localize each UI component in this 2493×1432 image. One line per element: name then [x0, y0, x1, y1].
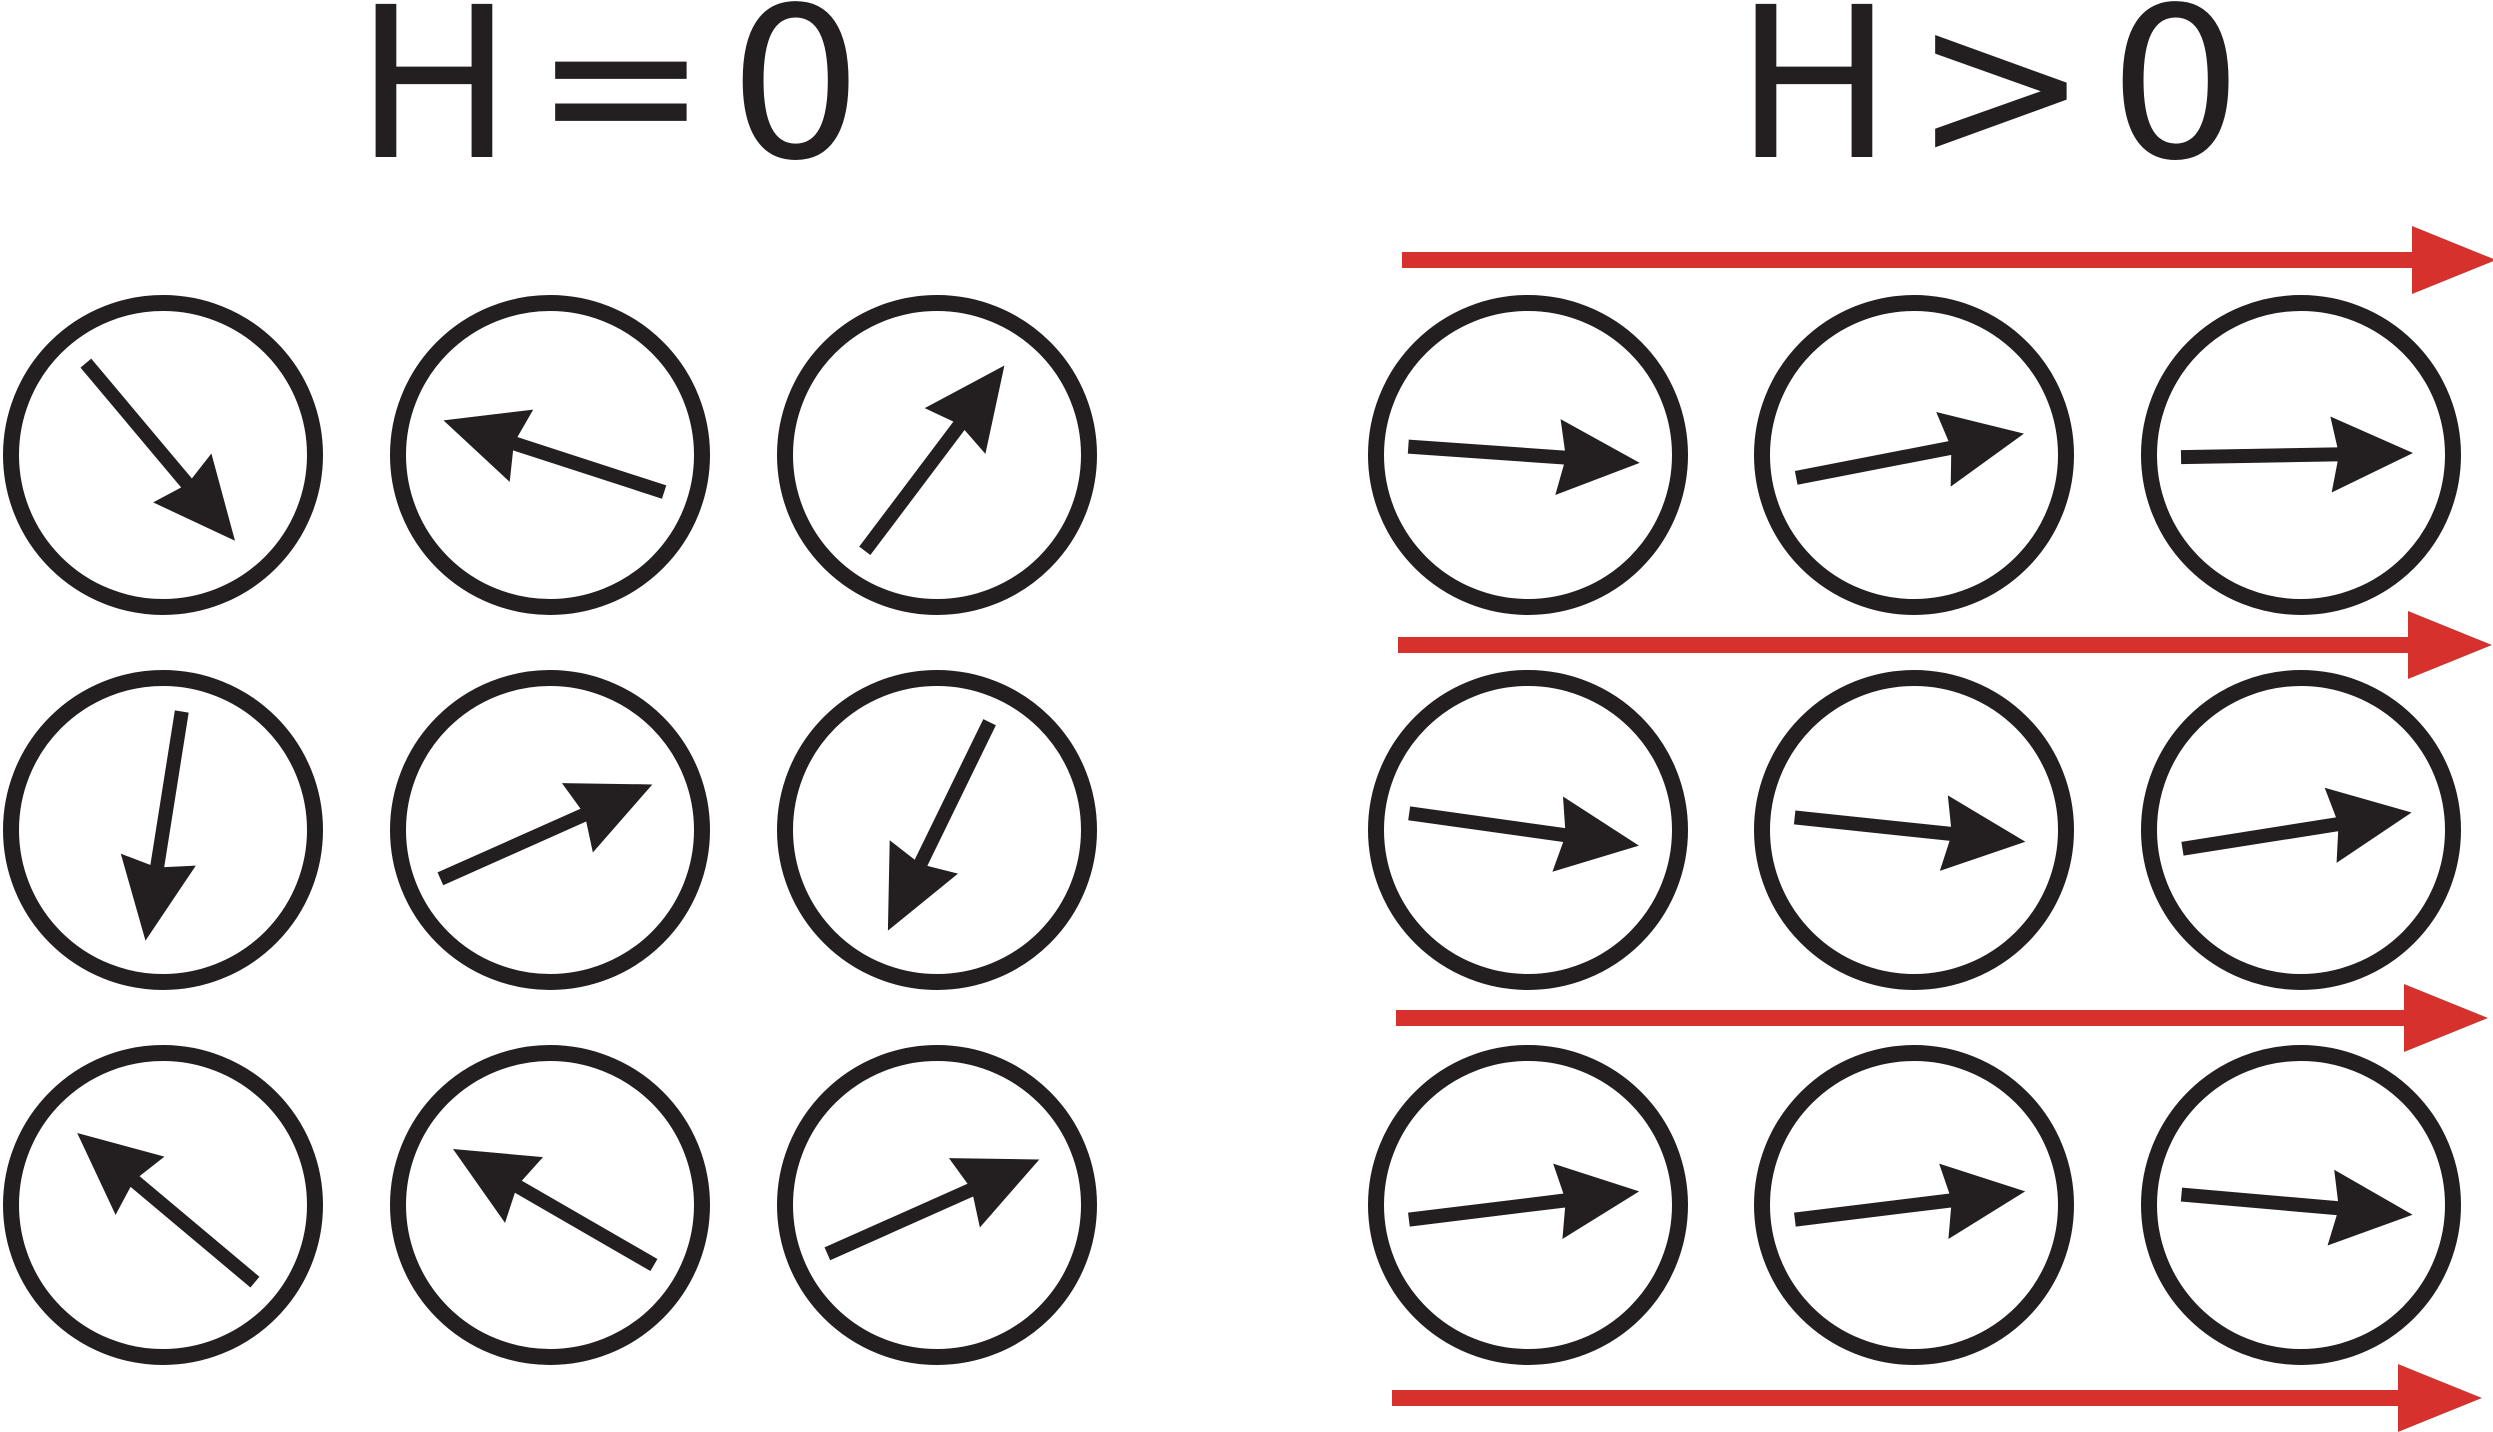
particle-positive-6 — [1368, 1045, 1688, 1365]
particle-zero-7 — [390, 1045, 710, 1365]
particle-zero-6 — [3, 1045, 323, 1365]
particles-group — [3, 295, 2461, 1365]
particle-positive-8 — [2141, 1045, 2461, 1365]
particle-positive-2 — [2141, 295, 2461, 615]
label-zero-field: H=0 — [355, 0, 883, 207]
particle-positive-5 — [2141, 670, 2461, 990]
arrow-icon — [443, 409, 667, 499]
particle-positive-0 — [1368, 295, 1688, 615]
particle-positive-7 — [1754, 1045, 2074, 1365]
arrow-icon — [1794, 1163, 2026, 1240]
arrow-icon — [1408, 1163, 1640, 1240]
arrow-icon — [80, 358, 235, 541]
particle-zero-0 — [3, 295, 323, 615]
field-arrow-icon — [1398, 611, 2492, 679]
arrow-icon — [1407, 419, 1640, 496]
arrow-icon — [2180, 416, 2413, 493]
arrow-icon — [859, 365, 1005, 556]
field-lines-group — [1392, 226, 2493, 1432]
particle-positive-3 — [1368, 670, 1688, 990]
particle-positive-4 — [1754, 670, 2074, 990]
field-arrow-icon — [1396, 984, 2488, 1052]
arrow-icon — [437, 783, 653, 886]
field-arrow-icon — [1392, 1364, 2482, 1432]
particle-zero-5 — [777, 670, 1097, 990]
arrow-icon — [1794, 411, 2024, 487]
particle-zero-3 — [3, 670, 323, 990]
particle-zero-2 — [777, 295, 1097, 615]
arrow-icon — [120, 710, 196, 941]
particle-zero-4 — [390, 670, 710, 990]
particle-zero-1 — [390, 295, 710, 615]
particle-positive-1 — [1754, 295, 2074, 615]
arrow-icon — [824, 1158, 1040, 1261]
arrow-icon — [1793, 795, 2026, 871]
field-arrow-icon — [1402, 226, 2493, 294]
arrow-icon — [1408, 796, 1639, 872]
particle-zero-8 — [777, 1045, 1097, 1365]
arrow-icon — [2181, 787, 2412, 863]
label-applied-field: H>0 — [1735, 0, 2263, 207]
arrow-icon — [453, 1149, 658, 1272]
arrow-icon — [887, 719, 996, 931]
arrow-icon — [2180, 1169, 2413, 1246]
arrow-icon — [77, 1133, 260, 1288]
